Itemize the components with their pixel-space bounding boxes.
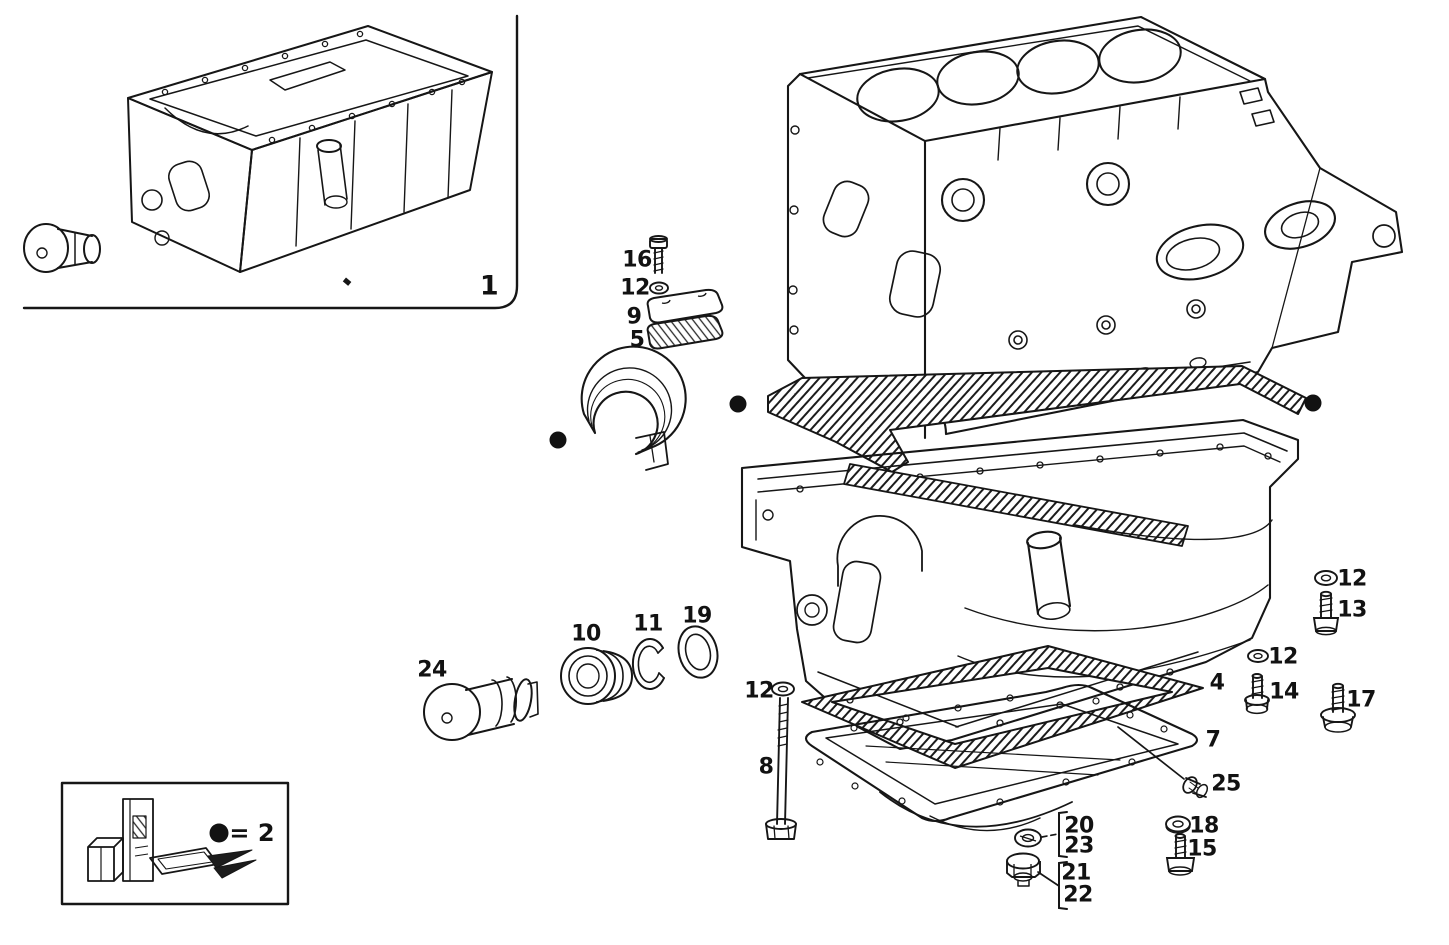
inset-crankcase-drawing (23, 25, 493, 286)
part-label-18: 18 (1189, 813, 1219, 839)
part-15-bolt (1165, 833, 1196, 876)
part-13-bolt (1312, 590, 1340, 636)
bracket-21-22 (1058, 861, 1068, 910)
inset-plug (23, 223, 101, 273)
part-12-washer-d (1247, 649, 1269, 663)
part-label-12-d: 12 (1268, 644, 1298, 670)
part-label-8: 8 (758, 754, 774, 780)
part-label-16: 16 (622, 247, 652, 273)
part-10-seal (560, 647, 634, 705)
part-label-17: 17 (1346, 687, 1376, 713)
bracket-20-23 (1058, 811, 1068, 858)
oil-pan (804, 683, 1199, 832)
kit-dot-icon (1304, 394, 1322, 412)
part-label-9: 9 (626, 304, 642, 330)
leader-lines (1037, 726, 1185, 910)
part-label-11: 11 (633, 611, 663, 637)
part-11-snap-ring (631, 638, 665, 690)
part-label-1: 1 (479, 270, 499, 302)
rear-main-seal-crescent (580, 345, 687, 471)
part-5-cover-gasket (646, 314, 724, 350)
part-label-14: 14 (1269, 679, 1299, 705)
part-12-washer-a (649, 281, 669, 295)
part-8-long-bolt (765, 697, 797, 840)
part-24-plug (423, 676, 539, 741)
crankcase-lower-section (740, 418, 1300, 751)
part-label-25: 25 (1211, 771, 1241, 797)
part-12-washer-b (771, 681, 795, 697)
legend-label: = 2 (229, 819, 275, 847)
part-16-bolt (649, 235, 668, 274)
part-label-22: 22 (1063, 882, 1093, 908)
part-label-5: 5 (629, 327, 645, 353)
part-label-15: 15 (1187, 836, 1217, 862)
part-label-24: 24 (417, 657, 447, 683)
part-label-13: 13 (1337, 597, 1367, 623)
part-20-23-washer (1014, 828, 1042, 848)
kit-dot-markers (549, 394, 1322, 449)
cylinder-bores (856, 28, 1182, 123)
part-21-22-drain-plug (1006, 852, 1041, 887)
kit-dot-icon (549, 431, 567, 449)
part-label-12-b: 12 (744, 678, 774, 704)
part-label-20: 20 (1064, 813, 1094, 839)
part-25-plug (1182, 776, 1209, 799)
part-label-23: 23 (1064, 833, 1094, 859)
legend-box (60, 781, 290, 906)
part-label-21: 21 (1061, 860, 1091, 886)
part-label-10: 10 (571, 621, 601, 647)
legend-kit-dot-icon (209, 823, 229, 843)
inset-box-part-1 (22, 14, 519, 310)
part-label-7: 7 (1205, 727, 1221, 753)
oil-pan-gasket (801, 645, 1204, 769)
kit-dot-icon (729, 395, 747, 413)
part-label-4: 4 (1209, 670, 1225, 696)
part-9-cover-plate (646, 288, 724, 324)
part-18-washer (1165, 815, 1191, 834)
part-14-stud (1244, 673, 1270, 715)
gasket-kit-packets (87, 798, 257, 882)
part-label-12-a: 12 (620, 275, 650, 301)
inset-border (22, 14, 519, 310)
sump-gasket-upper (767, 365, 1307, 473)
part-12-washer-c (1314, 570, 1338, 586)
part-label-12-c: 12 (1337, 566, 1367, 592)
part-17-plug (1320, 682, 1356, 733)
part-label-19: 19 (682, 603, 712, 629)
part-19-seal-ring (677, 625, 719, 679)
